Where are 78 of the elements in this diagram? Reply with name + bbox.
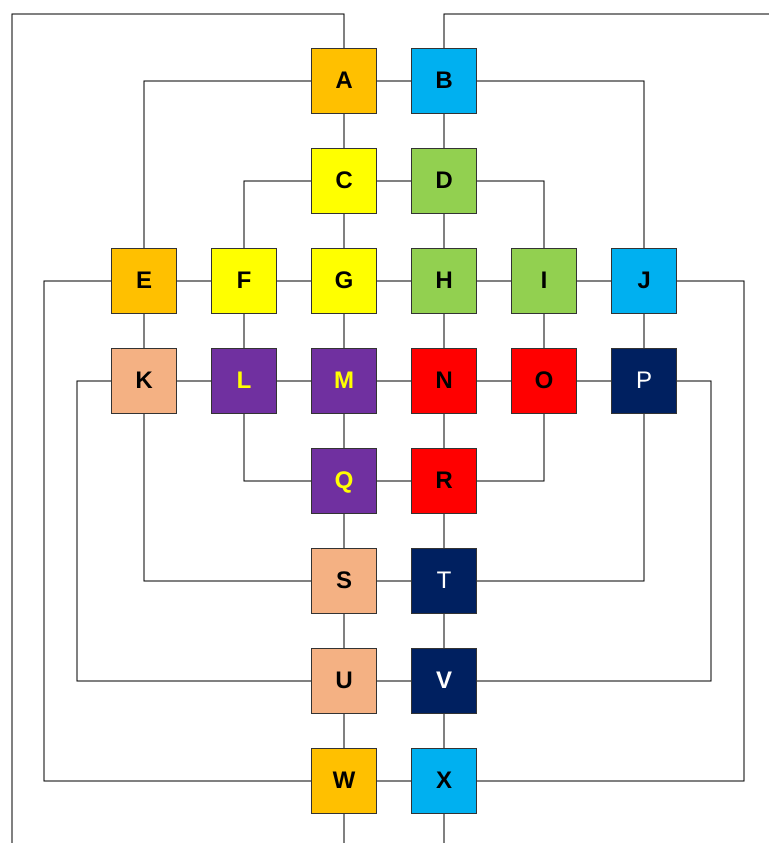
connector-line: [476, 414, 544, 482]
connector-line: [276, 280, 312, 282]
letter-box: [311, 748, 377, 814]
connector-line: [476, 380, 512, 382]
connector-line: [276, 380, 312, 382]
connector-line: [44, 280, 312, 782]
node-label: O: [534, 367, 554, 395]
letter-box: [411, 248, 477, 314]
letter-box: [111, 348, 177, 414]
connector-line: [376, 180, 412, 182]
connector-line: [376, 780, 412, 782]
connector-line: [376, 80, 412, 82]
connector-line: [476, 380, 712, 682]
connector-line: [144, 80, 312, 248]
letter-box: [411, 48, 477, 114]
letter-box: [611, 348, 677, 414]
node-label: G: [334, 267, 354, 295]
connector-line: [376, 280, 412, 282]
connector-line: [476, 280, 512, 282]
letter-box: [311, 148, 377, 214]
connector-line: [76, 380, 312, 682]
connector-line: [176, 380, 212, 382]
node-label: N: [435, 367, 453, 395]
connector-line: [12, 14, 344, 843]
letter-box: [311, 48, 377, 114]
node-label: W: [332, 767, 356, 795]
connector-line: [176, 280, 212, 282]
letter-box: [411, 548, 477, 614]
node-label: D: [435, 167, 453, 195]
connector-line: [376, 580, 412, 582]
connector-line: [244, 414, 312, 482]
node-label: C: [335, 167, 353, 195]
letter-box: [311, 648, 377, 714]
letter-box: [611, 248, 677, 314]
letter-box: [411, 648, 477, 714]
connector-line: [476, 414, 644, 582]
connector-line: [444, 14, 769, 48]
letter-box: [411, 148, 477, 214]
node-label: L: [236, 367, 252, 395]
node-label: P: [636, 367, 652, 395]
letter-box: [211, 348, 277, 414]
letter-box: [111, 248, 177, 314]
node-label: B: [435, 67, 453, 95]
node-label: U: [335, 667, 353, 695]
node-label: E: [136, 267, 152, 295]
connector-line: [144, 414, 312, 582]
letter-box: [511, 348, 577, 414]
node-label: Q: [334, 467, 354, 495]
connector-line: [376, 680, 412, 682]
node-label: K: [135, 367, 153, 395]
connector-line: [576, 380, 612, 382]
letter-box: [311, 348, 377, 414]
letter-box: [411, 448, 477, 514]
connector-line: [476, 180, 544, 248]
node-label: J: [637, 267, 651, 295]
connector-line: [244, 180, 312, 248]
letter-box: [211, 248, 277, 314]
node-label: I: [540, 267, 548, 295]
node-label: M: [334, 367, 354, 395]
connector-line: [376, 380, 412, 382]
node-label: R: [435, 467, 453, 495]
node-label: S: [336, 567, 352, 595]
letter-box: [511, 248, 577, 314]
node-label: V: [436, 667, 452, 695]
letter-box: [311, 548, 377, 614]
node-label: T: [436, 567, 452, 595]
letter-box: [411, 348, 477, 414]
node-label: F: [236, 267, 252, 295]
node-label: A: [335, 67, 353, 95]
connector-line: [476, 280, 744, 782]
letter-box: [311, 448, 377, 514]
node-label: X: [436, 767, 452, 795]
connector-line: [376, 480, 412, 482]
connector-line: [576, 280, 612, 282]
letter-box: [411, 748, 477, 814]
connector-line: [476, 80, 644, 248]
letter-box: [311, 248, 377, 314]
node-label: H: [435, 267, 453, 295]
